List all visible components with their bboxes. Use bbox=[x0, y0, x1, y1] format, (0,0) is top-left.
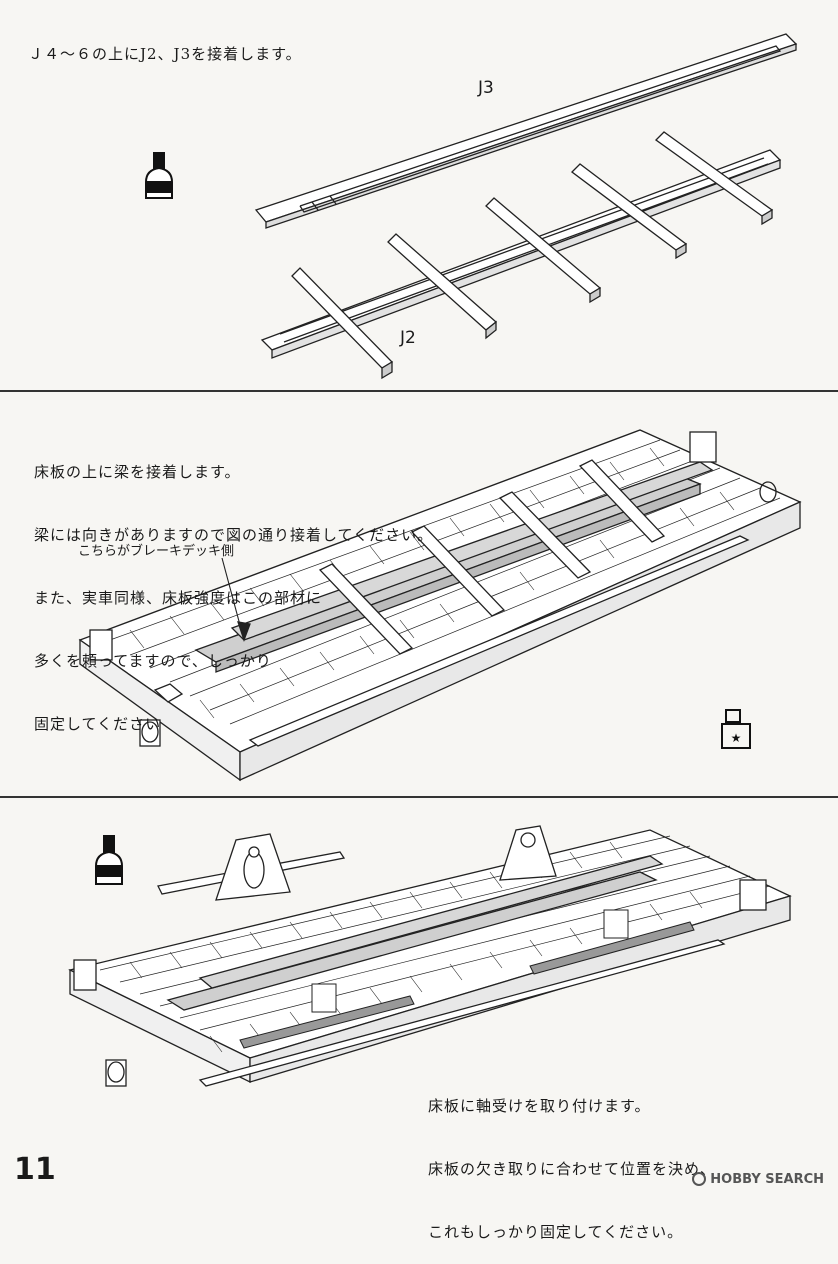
step3-line-1: 床板に軸受けを取り付けます。 bbox=[428, 1097, 651, 1115]
watermark: HOBBY SEARCH bbox=[692, 1172, 824, 1187]
assembly-mark-icon: ★ bbox=[721, 709, 751, 749]
section-divider bbox=[0, 390, 838, 392]
step2-instruction: 床板の上に梁を接着します。 梁には向きがありますので図の通り接着してください。 … bbox=[34, 420, 433, 756]
page-number: 11 bbox=[14, 1152, 56, 1187]
floor-plate-step3-drawing bbox=[68, 825, 792, 1087]
step2-line-2: 梁には向きがありますので図の通り接着してください。 bbox=[34, 526, 434, 544]
axle-bracket-part-drawing bbox=[157, 833, 346, 901]
glue-bottle-icon bbox=[145, 152, 173, 199]
step3-line-2: 床板の欠き取りに合わせて位置を決め、 bbox=[428, 1160, 717, 1178]
line-art-drawings: ★ bbox=[68, 33, 802, 1087]
step2-line-3: また、実車同様、床板強度はこの部材に bbox=[34, 589, 323, 607]
step2-line-4: 多くを頼ってますので、しっかり bbox=[34, 652, 272, 670]
svg-text:★: ★ bbox=[731, 731, 742, 745]
part-j2-drawing bbox=[260, 131, 782, 380]
step3-line-3: これもしっかり固定してください。 bbox=[428, 1223, 684, 1241]
watermark-logo-icon bbox=[692, 1172, 707, 1186]
part-j3-drawing bbox=[254, 33, 798, 229]
section-divider bbox=[0, 796, 838, 798]
step2-line-1: 床板の上に梁を接着します。 bbox=[34, 463, 241, 481]
part-label-j3: J3 bbox=[478, 78, 494, 98]
step1-instruction: Ｊ４～６の上にJ2、J3を接着します。 bbox=[28, 45, 302, 63]
floor-plate-step2-drawing bbox=[78, 429, 802, 782]
part-label-j2: J2 bbox=[400, 328, 416, 348]
watermark-text: HOBBY SEARCH bbox=[710, 1172, 824, 1187]
step3-instruction: 床板に軸受けを取り付けます。 床板の欠き取りに合わせて位置を決め、 これもしっか… bbox=[428, 1054, 716, 1264]
brake-deck-callout: こちらがブレーキデッキ側 bbox=[78, 544, 235, 559]
glue-bottle-icon bbox=[95, 835, 123, 885]
step2-line-5: 固定してください bbox=[34, 715, 162, 733]
